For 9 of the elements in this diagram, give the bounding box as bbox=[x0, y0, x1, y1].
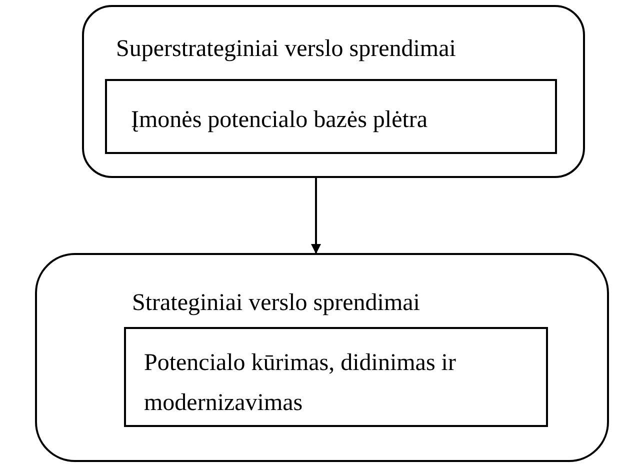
group-box bbox=[35, 253, 609, 462]
process-box bbox=[124, 327, 548, 427]
group-heading: Strateginiai verslo sprendimai bbox=[132, 289, 421, 318]
group-heading: Superstrateginiai verslo sprendimai bbox=[116, 35, 457, 64]
group-box bbox=[82, 5, 585, 178]
process-box bbox=[105, 79, 557, 154]
arrow bbox=[311, 178, 321, 254]
box-text: Įmonės potencialo bazės plėtra bbox=[131, 106, 429, 135]
box-text: Potencialo kūrimas, didinimas ir modernizavimas bbox=[144, 349, 457, 418]
